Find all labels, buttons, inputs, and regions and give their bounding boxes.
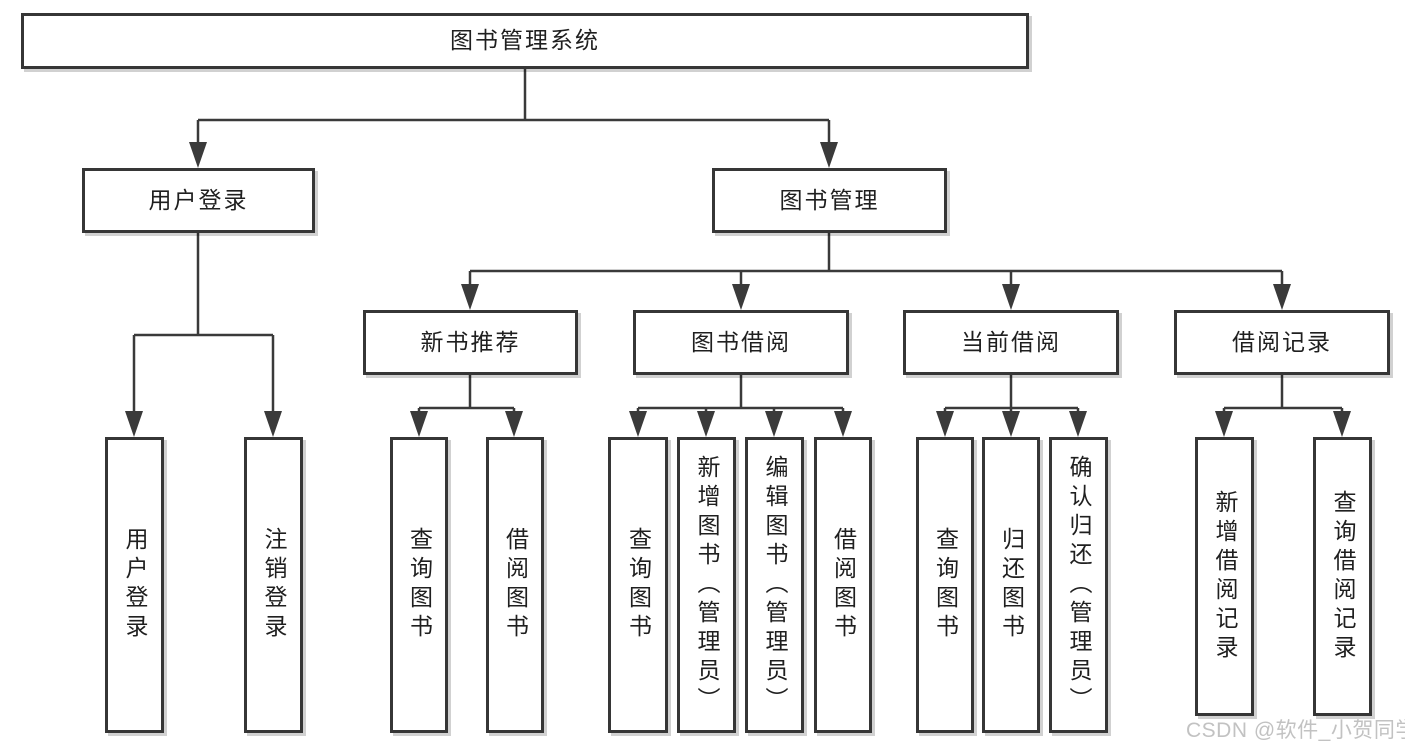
- arrowhead-icon: [505, 411, 523, 437]
- node-new-book-recommend: 新书推荐: [363, 310, 578, 375]
- node-current-borrow: 当前借阅: [903, 310, 1119, 375]
- arrowhead-icon: [732, 284, 750, 310]
- node-label: 图书管理: [779, 186, 880, 213]
- leaf-query-books-current: 查询图书: [916, 437, 974, 733]
- arrowhead-icon: [461, 284, 479, 310]
- leaf-label: 用户登录: [122, 527, 148, 643]
- node-root-label: 图书管理系统: [450, 27, 600, 54]
- connector-book-borrow-to-leaves: [636, 375, 845, 413]
- connector-root-to-level2: [196, 69, 831, 146]
- connector-borrow-records-to-leaves: [1222, 375, 1344, 413]
- leaf-add-borrow-record: 新增借阅记录: [1195, 437, 1254, 716]
- connector-current-borrow-to-leaves: [943, 375, 1080, 413]
- arrowhead-icon: [410, 411, 428, 437]
- node-label: 用户登录: [148, 186, 249, 213]
- node-label: 借阅记录: [1232, 328, 1332, 355]
- leaf-label: 借阅图书: [830, 527, 857, 643]
- leaf-borrow-books-recommend: 借阅图书: [486, 437, 544, 733]
- arrowhead-icon: [1333, 411, 1351, 437]
- leaf-label: 归还图书: [998, 527, 1025, 643]
- arrowhead-icon: [264, 411, 282, 437]
- arrowhead-icon: [1002, 284, 1020, 310]
- leaf-label: 编辑图书（管理员）: [762, 454, 788, 716]
- node-label: 图书借阅: [691, 328, 791, 355]
- arrowhead-icon: [189, 142, 207, 168]
- leaf-label: 新增借阅记录: [1212, 489, 1238, 664]
- leaf-logout: 注销登录: [244, 437, 303, 733]
- leaf-label: 注销登录: [261, 527, 287, 643]
- leaf-user-login: 用户登录: [105, 437, 164, 733]
- arrowhead-icon: [1002, 411, 1020, 437]
- leaf-query-books-recommend: 查询图书: [390, 437, 448, 733]
- arrowhead-icon: [125, 411, 143, 437]
- arrowhead-icon: [629, 411, 647, 437]
- connector-new-book-to-leaves: [417, 375, 516, 413]
- arrowhead-icon: [834, 411, 852, 437]
- arrowhead-icon: [1273, 284, 1291, 310]
- leaf-label: 查询借阅记录: [1330, 489, 1356, 664]
- arrowhead-icon: [1215, 411, 1233, 437]
- arrowhead-icon: [820, 142, 838, 168]
- leaf-label: 查询图书: [406, 527, 433, 643]
- node-borrow-records: 借阅记录: [1174, 310, 1390, 375]
- leaf-label: 借阅图书: [502, 527, 529, 643]
- leaf-label: 新增图书（管理员）: [694, 454, 720, 716]
- node-book-borrow: 图书借阅: [633, 310, 849, 375]
- arrowhead-icon: [765, 411, 783, 437]
- leaf-label: 查询图书: [625, 527, 652, 643]
- node-root: 图书管理系统: [21, 13, 1029, 69]
- connector-user-login-to-leaves: [132, 233, 275, 413]
- leaf-return-books: 归还图书: [982, 437, 1040, 733]
- arrowhead-icon: [936, 411, 954, 437]
- leaf-add-book-admin: 新增图书（管理员）: [677, 437, 736, 733]
- csdn-watermark: CSDN @软件_小贺同学: [1186, 719, 1405, 742]
- node-label: 当前借阅: [961, 328, 1061, 355]
- node-book-management: 图书管理: [712, 168, 947, 233]
- arrowhead-icon: [697, 411, 715, 437]
- node-user-login: 用户登录: [82, 168, 315, 233]
- leaf-query-books-borrow: 查询图书: [608, 437, 668, 733]
- leaf-label: 查询图书: [932, 527, 959, 643]
- leaf-borrow-books: 借阅图书: [814, 437, 872, 733]
- leaf-query-borrow-record: 查询借阅记录: [1313, 437, 1372, 716]
- leaf-edit-book-admin: 编辑图书（管理员）: [745, 437, 804, 733]
- node-label: 新书推荐: [420, 328, 521, 355]
- leaf-confirm-return-admin: 确认归还（管理员）: [1049, 437, 1108, 733]
- arrowhead-icon: [1069, 411, 1087, 437]
- connector-book-mgmt-to-level3: [468, 233, 1284, 286]
- leaf-label: 确认归还（管理员）: [1066, 454, 1092, 716]
